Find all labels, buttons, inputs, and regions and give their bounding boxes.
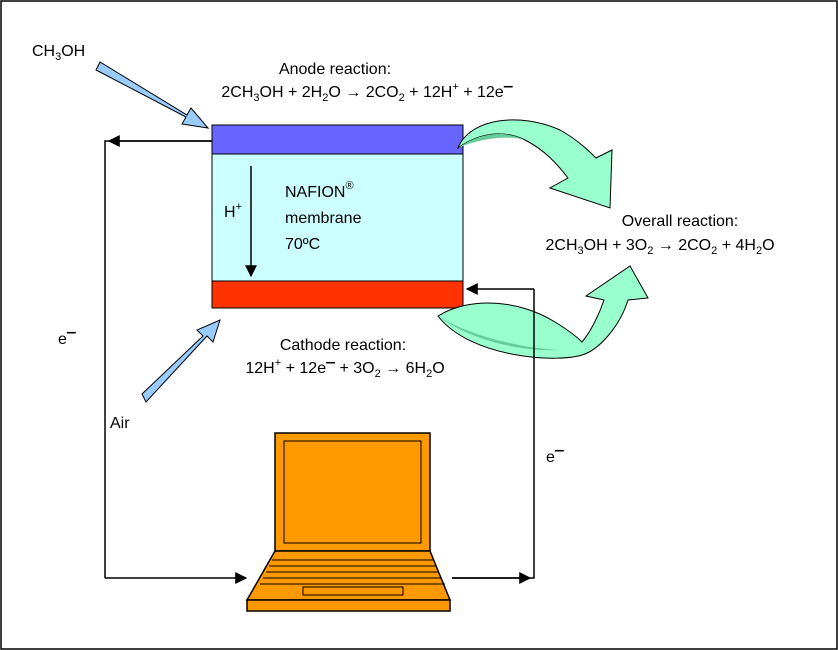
circuit-left-wire (104, 140, 212, 578)
anode-arrow-shade (458, 133, 525, 148)
membrane-temperature: 70ºC (285, 236, 320, 253)
membrane-name: NAFION® (285, 180, 354, 201)
cathode-arrow-shade (438, 316, 560, 351)
air-label: Air (110, 415, 130, 432)
nafion-membrane (211, 153, 464, 282)
proton-label: H+ (224, 201, 242, 221)
cathode-reaction-title: Cathode reaction: (280, 337, 406, 354)
fuel-label: CH3OH (32, 43, 85, 63)
anode-layer (211, 124, 464, 155)
electron-label-left: e‒ (58, 324, 76, 348)
anode-to-overall-arrow (456, 119, 613, 209)
laptop-keyboard (260, 559, 445, 596)
cathode-layer (211, 280, 464, 309)
fuel-input-arrow (95, 61, 210, 129)
cathode-reaction-equation: 12H+ + 12e‒ + 3O2 → 6H2O (245, 354, 444, 380)
overall-reaction-equation: 2CH3OH + 3O2 → 2CO2 + 4H2O (545, 237, 774, 257)
membrane-type: membrane (285, 210, 362, 227)
overall-reaction-title: Overall reaction: (622, 213, 739, 230)
laptop-icon (245, 432, 452, 612)
air-input-arrow (141, 319, 221, 403)
anode-reaction-equation: 2CH3OH + 2H2O → 2CO2 + 12H+ + 12e‒ (221, 78, 512, 104)
cathode-to-overall-arrow (437, 265, 649, 359)
laptop-screen (283, 440, 422, 544)
laptop-base-edge (246, 599, 451, 612)
anode-reaction-title: Anode reaction: (279, 61, 391, 78)
electron-label-right: e‒ (546, 442, 564, 466)
